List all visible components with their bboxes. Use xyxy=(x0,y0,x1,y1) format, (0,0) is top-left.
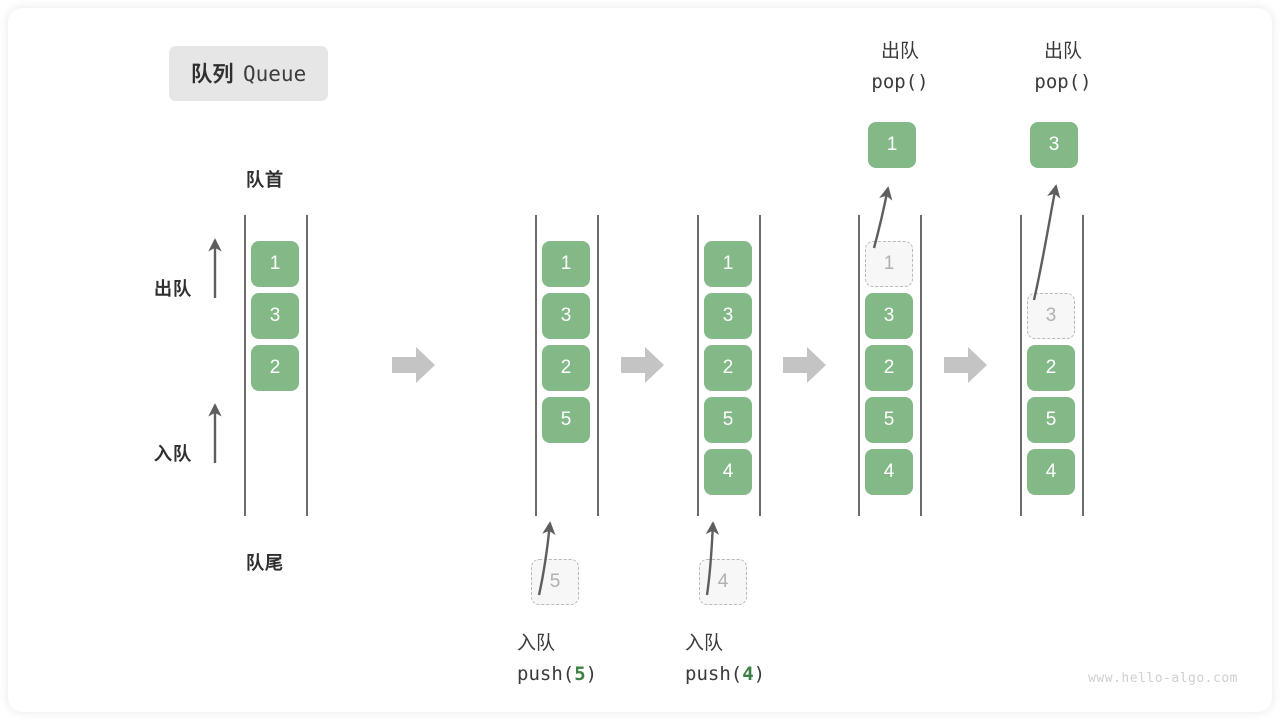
queue-rail-left-5 xyxy=(1020,215,1022,516)
watermark: www.hello-algo.com xyxy=(1088,671,1238,686)
queue-slot-5-2: 3 xyxy=(1027,293,1075,339)
enqueue-label: 入队 xyxy=(154,444,192,464)
queue-slot-4-5: 4 xyxy=(865,449,913,495)
step-arrow-2 xyxy=(621,345,665,385)
queue-slot-5-4: 5 xyxy=(1027,397,1075,443)
caption-3-close: ) xyxy=(753,663,766,685)
header-4-cn: 出队 xyxy=(880,41,919,62)
queue-slot-1-4 xyxy=(251,397,299,443)
caption-3-open: push( xyxy=(685,663,743,685)
queue-rail-right-3 xyxy=(759,215,761,516)
queue-slot-1-2: 3 xyxy=(251,293,299,339)
title-cn: 队列 xyxy=(191,63,234,86)
caption-3-cn: 入队 xyxy=(685,633,724,654)
header-5: 出队 pop() xyxy=(1028,36,1098,98)
queue-rail-right-2 xyxy=(597,215,599,516)
queue-rail-right-1 xyxy=(306,215,308,516)
queue-slot-3-2: 3 xyxy=(704,293,752,339)
queue-slot-2-5 xyxy=(542,449,590,495)
caption-3-code: push(4) xyxy=(685,659,765,690)
pending-box-2: 5 xyxy=(531,559,579,605)
popped-box-5: 3 xyxy=(1030,122,1078,168)
queue-slot-5-1 xyxy=(1027,241,1075,287)
queue-slot-4-4: 5 xyxy=(865,397,913,443)
queue-slot-4-2: 3 xyxy=(865,293,913,339)
queue-rail-right-5 xyxy=(1082,215,1084,516)
popped-box-value-4: 1 xyxy=(868,122,916,168)
pending-box-value-2: 5 xyxy=(531,559,579,605)
dequeue-label: 出队 xyxy=(154,279,192,299)
head-label: 队首 xyxy=(246,170,284,190)
popped-box-value-5: 3 xyxy=(1030,122,1078,168)
queue-slot-2-2: 3 xyxy=(542,293,590,339)
header-5-cn: 出队 xyxy=(1043,41,1082,62)
pop-arrow-4 xyxy=(872,186,893,249)
queue-rail-right-4 xyxy=(920,215,922,516)
caption-2-close: ) xyxy=(585,663,598,685)
step-arrow-3 xyxy=(783,345,827,385)
caption-2-code: push(5) xyxy=(517,659,597,690)
queue-slot-5-3: 2 xyxy=(1027,345,1075,391)
queue-slot-1-1: 1 xyxy=(251,241,299,287)
queue-slot-3-1: 1 xyxy=(704,241,752,287)
queue-slot-5-5: 4 xyxy=(1027,449,1075,495)
pending-box-value-3: 4 xyxy=(699,559,747,605)
header-4: 出队 pop() xyxy=(865,36,935,98)
queue-slot-3-4: 5 xyxy=(704,397,752,443)
popped-box-4: 1 xyxy=(868,122,916,168)
caption-2-cn: 入队 xyxy=(517,633,556,654)
tail-label: 队尾 xyxy=(246,553,284,573)
queue-slot-2-1: 1 xyxy=(542,241,590,287)
diagram-card: 队列 Queue 队首 队尾 出队 入队 1 3 2 1 3 2 5 5 入队 push(… xyxy=(8,8,1272,712)
caption-2: 入队 push(5) xyxy=(517,628,597,690)
queue-slot-2-4: 5 xyxy=(542,397,590,443)
queue-rail-left-1 xyxy=(244,215,246,516)
caption-2-open: push( xyxy=(517,663,575,685)
title-en: Queue xyxy=(243,62,307,86)
header-5-code: pop() xyxy=(1034,71,1092,93)
queue-slot-3-3: 2 xyxy=(704,345,752,391)
queue-rail-left-2 xyxy=(535,215,537,516)
queue-slot-1-3: 2 xyxy=(251,345,299,391)
step-arrow-1 xyxy=(392,345,436,385)
caption-3-arg: 4 xyxy=(742,663,754,685)
pending-box-3: 4 xyxy=(699,559,747,605)
queue-slot-1-5 xyxy=(251,449,299,495)
step-arrow-4 xyxy=(944,345,988,385)
diagram-title-badge: 队列 Queue xyxy=(169,46,329,101)
caption-3: 入队 push(4) xyxy=(685,628,765,690)
caption-2-arg: 5 xyxy=(574,663,586,685)
queue-rail-left-3 xyxy=(697,215,699,516)
queue-slot-3-5: 4 xyxy=(704,449,752,495)
queue-slot-4-3: 2 xyxy=(865,345,913,391)
queue-rail-left-4 xyxy=(858,215,860,516)
queue-slot-2-3: 2 xyxy=(542,345,590,391)
header-4-code: pop() xyxy=(871,71,929,93)
queue-slot-4-1: 1 xyxy=(865,241,913,287)
